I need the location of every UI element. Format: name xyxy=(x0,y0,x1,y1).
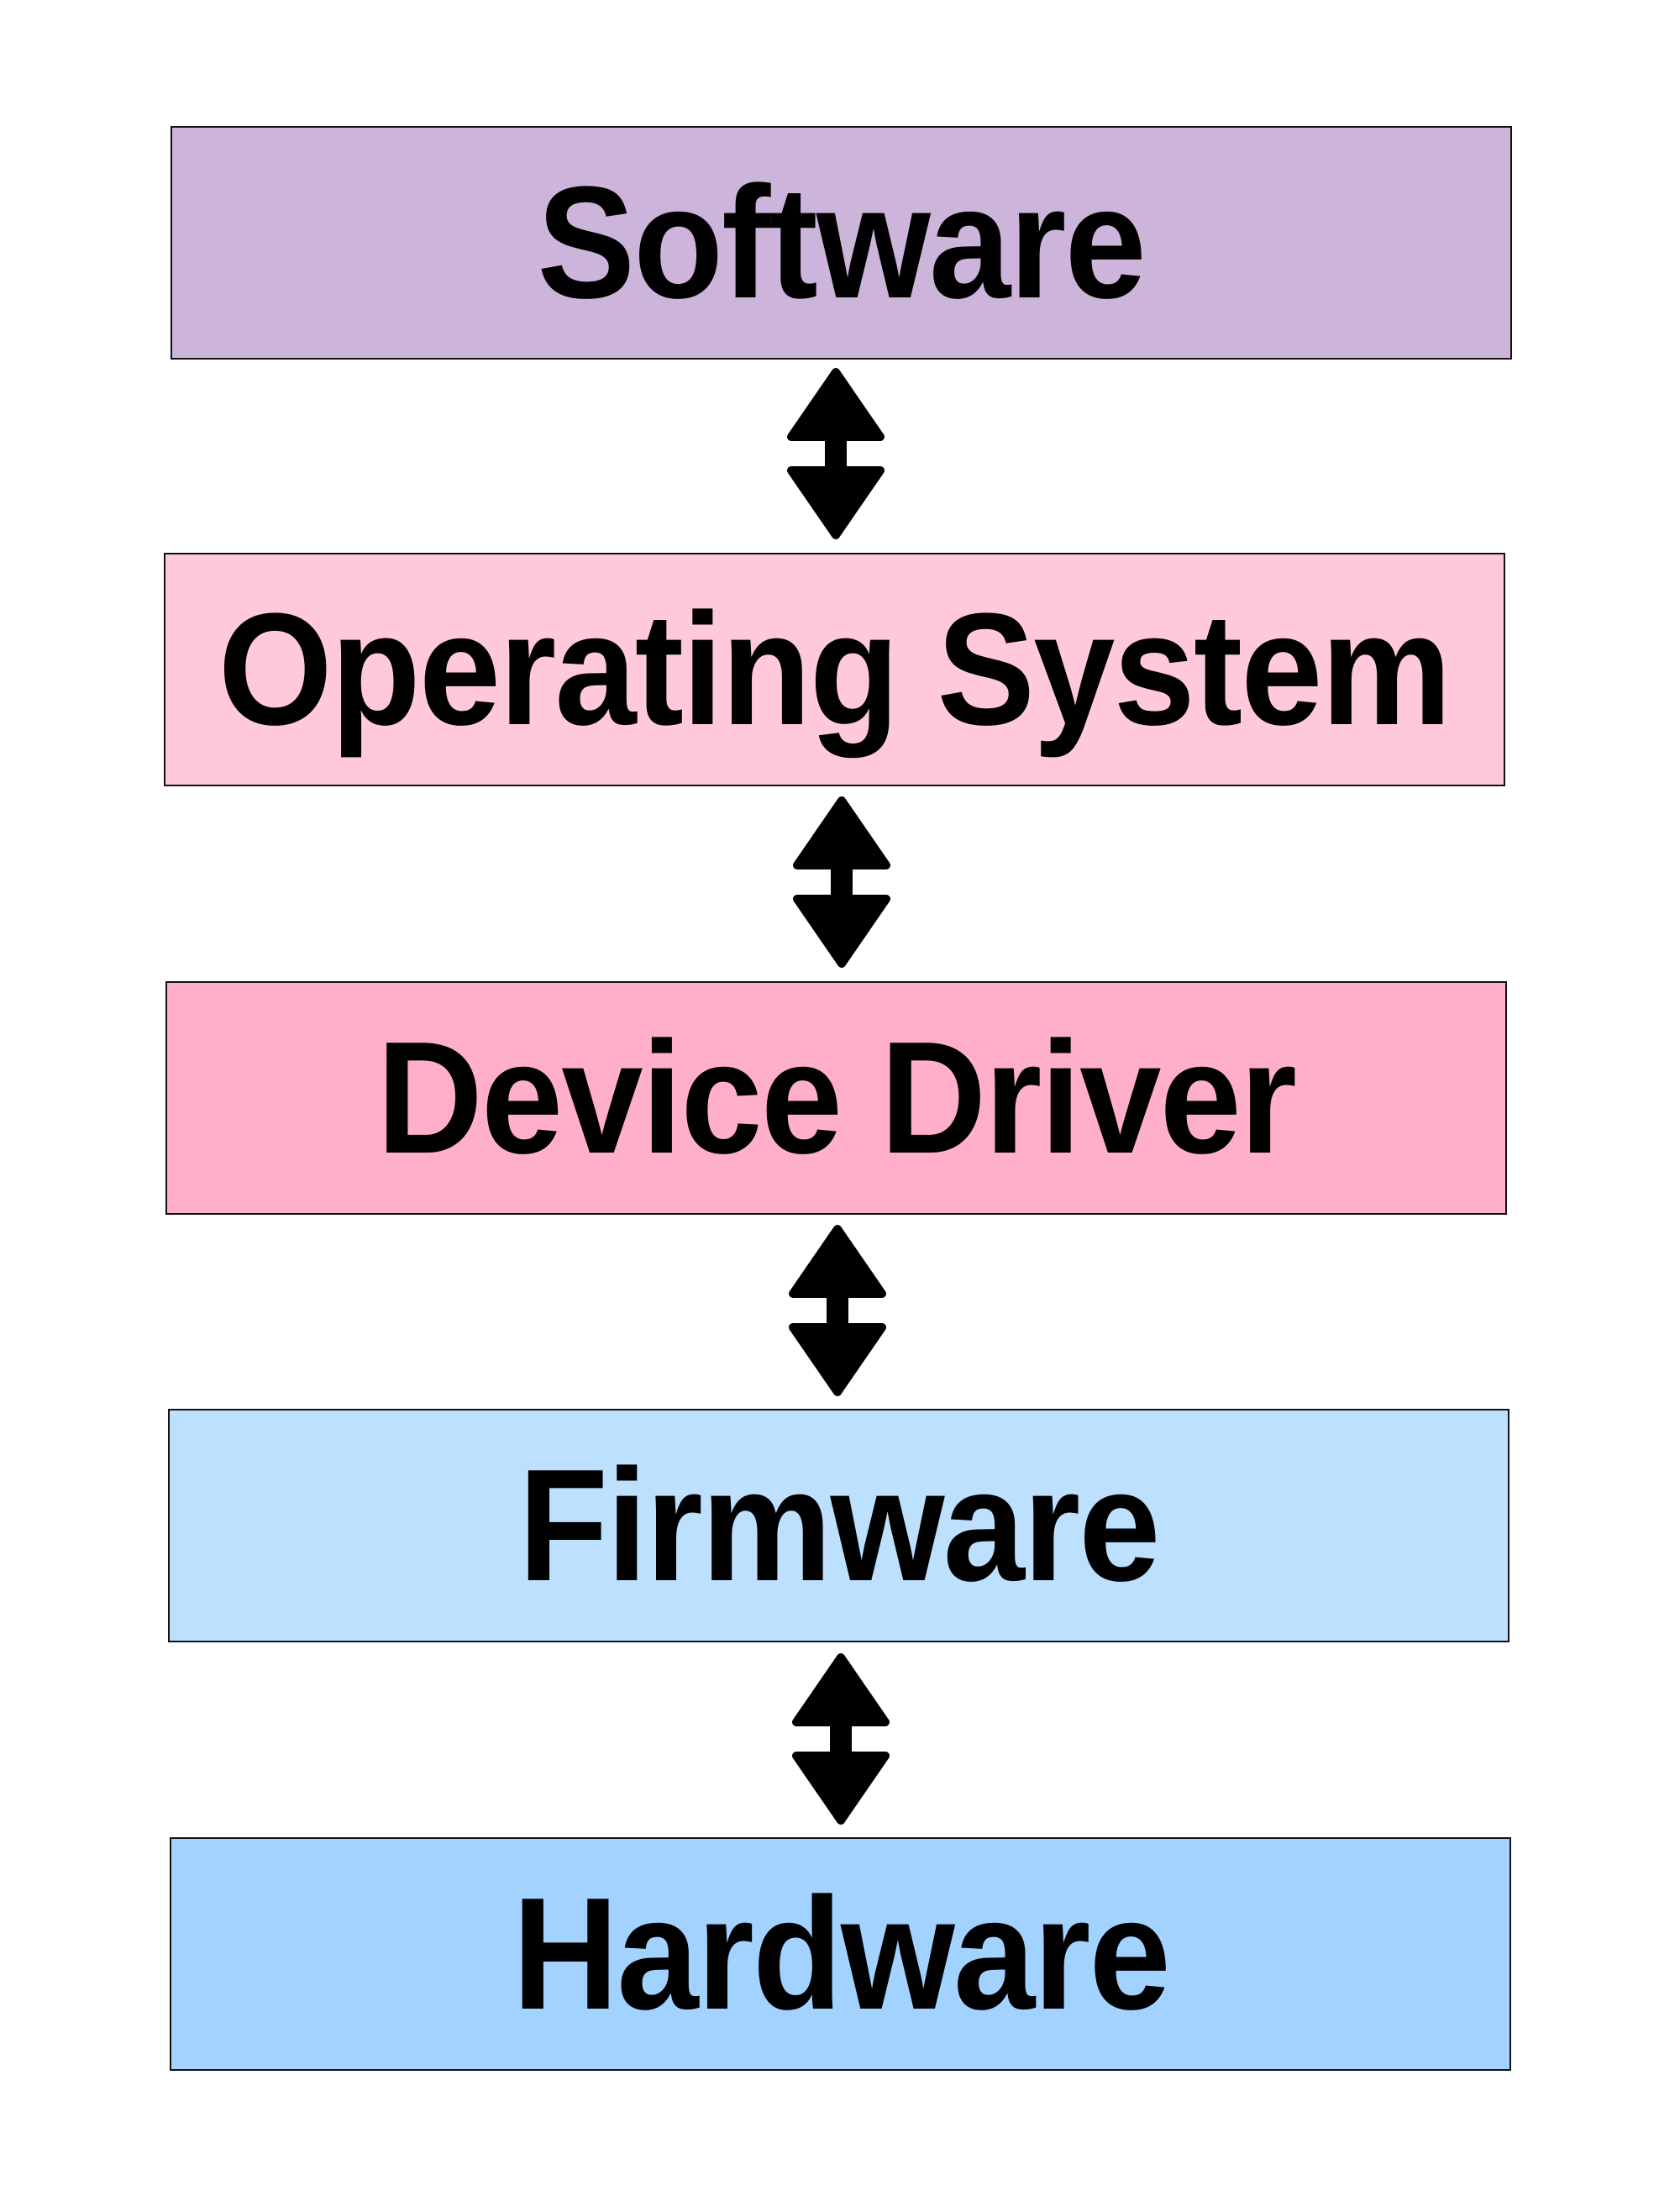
layer-firmware: Firmware xyxy=(168,1409,1509,1642)
layer-operating-system: Operating System xyxy=(164,553,1505,786)
bidirectional-arrow-icon xyxy=(792,1653,890,1825)
layer-software: Software xyxy=(171,126,1512,360)
layer-operating-system-label: Operating System xyxy=(218,580,1452,759)
layer-device-driver-label: Device Driver xyxy=(376,1009,1297,1187)
layer-software-label: Software xyxy=(537,154,1147,332)
bidirectional-arrow-icon xyxy=(793,796,890,968)
layer-hardware-label: Hardware xyxy=(512,1865,1171,2043)
bidirectional-arrow-icon xyxy=(789,1225,886,1396)
layer-hardware: Hardware xyxy=(170,1837,1511,2071)
layer-device-driver: Device Driver xyxy=(165,981,1507,1215)
layer-firmware-label: Firmware xyxy=(518,1437,1160,1615)
bidirectional-arrow-icon xyxy=(787,368,885,539)
